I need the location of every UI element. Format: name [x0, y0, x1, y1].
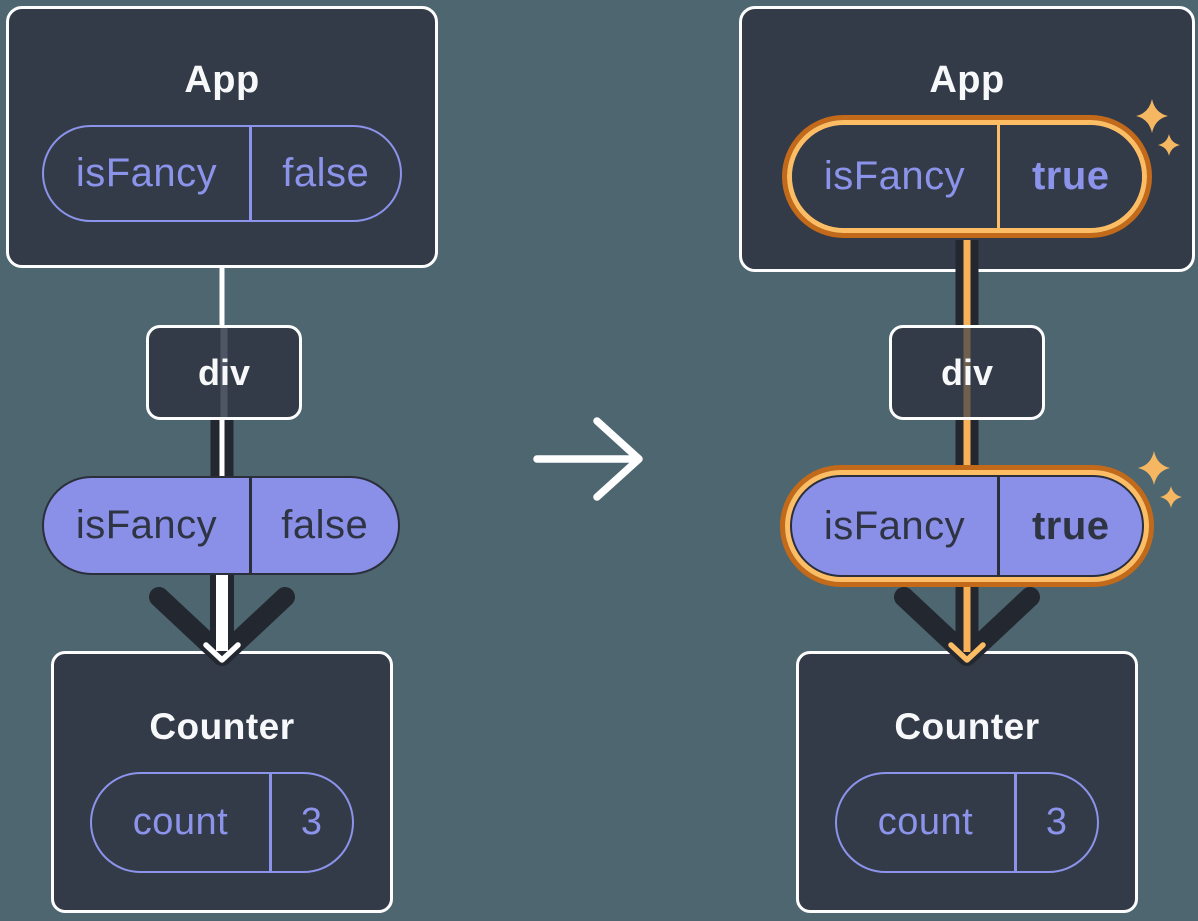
pill-divider — [997, 477, 1000, 575]
counter-component-title: Counter — [894, 706, 1040, 747]
pill-divider — [249, 127, 252, 220]
counter-component-card: Counter — [796, 651, 1138, 913]
app-component-title: App — [184, 59, 260, 101]
state-value-cell: 3 — [300, 801, 323, 843]
isfancy-state-highlight-ring: isFancy true — [782, 115, 1152, 238]
pill-divider — [997, 125, 1000, 228]
state-name-cell: isFancy — [823, 154, 966, 198]
state-name-cell: count — [132, 801, 229, 843]
count-state-pill: count 3 — [835, 772, 1099, 873]
state-name-cell: count — [877, 801, 974, 843]
state-value-cell: false — [282, 151, 370, 195]
isfancy-state-pill: isFancy true — [792, 125, 1142, 228]
transition-arrow-icon — [533, 417, 643, 501]
state-value-cell: true — [1031, 154, 1110, 198]
prop-pass-through-stripe — [220, 328, 228, 417]
isfancy-prop-highlight-ring: isFancy true — [780, 465, 1154, 587]
app-component-title: App — [929, 59, 1005, 101]
pill-divider — [1014, 774, 1017, 871]
prop-pass-through-stripe — [963, 328, 971, 417]
isfancy-prop-pill: isFancy false — [42, 476, 400, 575]
pill-divider — [249, 478, 252, 573]
prop-value-cell: true — [1031, 503, 1110, 548]
count-state-pill: count 3 — [90, 772, 354, 873]
counter-component-card: Counter — [51, 651, 393, 913]
prop-value-cell: false — [281, 503, 369, 547]
arrowhead-outline-icon — [149, 587, 295, 666]
isfancy-state-pill: isFancy false — [42, 125, 402, 222]
state-value-cell: 3 — [1045, 801, 1068, 843]
counter-component-title: Counter — [149, 706, 295, 747]
arrowhead-outline-icon — [894, 587, 1040, 666]
div-node-label: div — [197, 351, 250, 393]
highlight-ring-inner: isFancy true — [787, 120, 1147, 233]
prop-name-cell: isFancy — [75, 503, 218, 547]
div-node-label: div — [940, 351, 993, 393]
div-element-node: div — [889, 325, 1045, 420]
div-element-node: div — [146, 325, 302, 420]
pill-divider — [269, 774, 272, 871]
isfancy-prop-pill: isFancy true — [790, 475, 1144, 577]
prop-name-cell: isFancy — [823, 503, 966, 548]
highlight-ring-inner: isFancy true — [785, 470, 1149, 582]
state-name-cell: isFancy — [75, 151, 218, 195]
